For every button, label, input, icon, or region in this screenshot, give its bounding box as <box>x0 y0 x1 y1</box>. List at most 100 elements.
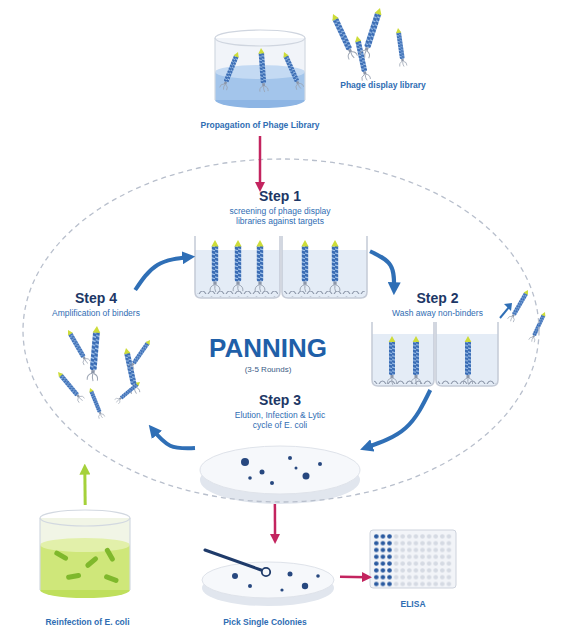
plaque <box>270 481 274 485</box>
cycle-arrow <box>365 390 430 448</box>
e-coli-cell <box>66 573 82 581</box>
cycle-arrow <box>152 429 195 448</box>
phage-particle <box>114 380 142 405</box>
plaque <box>288 456 292 460</box>
phage-particle <box>528 311 547 343</box>
target-layer <box>197 291 278 297</box>
plaque <box>248 476 252 480</box>
plaque <box>241 458 249 466</box>
phage-particle <box>255 240 265 292</box>
colony <box>280 588 283 591</box>
phage-particle <box>463 336 472 385</box>
cycle-arrow <box>135 257 190 290</box>
cycle-arrow <box>274 504 277 540</box>
panning-step: Step 1screening of phage display librari… <box>190 188 370 303</box>
phage-particle <box>411 336 420 385</box>
beaker-rim <box>40 510 130 526</box>
e-coli-cell <box>104 547 116 562</box>
library-label: Phage display library <box>318 80 448 90</box>
dashed-cycle <box>23 159 539 502</box>
positive-wells <box>373 533 393 587</box>
phage-particle <box>257 48 268 93</box>
beaker-caption: Propagation of Phage Library <box>185 120 335 130</box>
petri-dish <box>200 446 360 494</box>
colony <box>316 574 320 578</box>
phage-particle <box>87 387 105 419</box>
plate-caption: Pick Single Colonies <box>190 617 340 627</box>
well-liquid <box>372 334 434 386</box>
phage-particle <box>329 12 358 60</box>
step-title: Step 2 <box>365 290 510 307</box>
beaker-body <box>40 518 130 590</box>
empty-wells <box>393 533 452 587</box>
beaker-wall <box>40 518 130 590</box>
phage-particle <box>300 240 310 292</box>
colony-plate: Pick Single Colonies <box>190 540 340 632</box>
well-outline <box>195 236 367 298</box>
phage-particle <box>210 240 220 292</box>
phage-particle <box>87 326 102 382</box>
beaker-rim <box>215 30 305 46</box>
phage-particle <box>219 51 241 91</box>
plaque <box>318 462 322 466</box>
cycle-arrow <box>370 251 394 290</box>
target-layer <box>374 379 432 385</box>
phage-particle <box>281 50 304 90</box>
cycle-arrow <box>340 576 368 579</box>
colony <box>248 584 252 588</box>
e-coli-cell <box>84 555 99 568</box>
colony <box>302 583 308 589</box>
e-coli-cell <box>103 574 119 584</box>
wash-away-arrowhead <box>504 303 512 311</box>
pick-tool <box>205 550 261 570</box>
beaker-caption: Reinfection of E. coli <box>20 617 155 627</box>
step-description: Amplification of binders <box>36 308 156 318</box>
cycle-arrow <box>83 468 86 505</box>
step-description: screening of phage display libraries aga… <box>217 206 343 226</box>
step-title: Step 3 <box>195 392 365 409</box>
cycle-title: PANNING <box>168 333 368 364</box>
step-title: Step 1 <box>190 188 370 205</box>
plaque <box>303 473 310 480</box>
plaque <box>260 470 265 475</box>
panning-step: Step 2Wash away non-binders <box>365 290 510 390</box>
phage-particle <box>359 6 384 58</box>
phage-particle <box>65 328 91 365</box>
well-liquid <box>436 334 498 386</box>
plaque <box>295 467 298 470</box>
elisa-plate: ELISA <box>368 525 458 615</box>
pick-loop <box>262 568 270 576</box>
target-layer <box>284 291 365 297</box>
plate-caption: ELISA <box>368 599 458 609</box>
panning-step: Step 3Elution, Infection & Lytic cycle o… <box>195 392 365 504</box>
phage-particle <box>387 336 396 385</box>
colony <box>232 573 238 579</box>
colony <box>288 572 293 577</box>
phage-particle <box>330 240 340 292</box>
panning-step: Step 4Amplification of binders <box>40 290 152 468</box>
cycle-arrow <box>259 136 262 188</box>
beaker-wall <box>215 38 305 100</box>
phage-particle <box>55 370 85 403</box>
phage-particle <box>127 338 153 371</box>
step-title: Step 4 <box>40 290 152 307</box>
liquid-surface <box>40 538 130 552</box>
elisa-plate <box>370 530 456 588</box>
phage-particle <box>233 240 243 292</box>
well-outline <box>372 322 498 386</box>
well-liquid <box>282 250 367 298</box>
target-layer <box>438 379 496 385</box>
step-description: Elution, Infection & Lytic cycle of E. c… <box>225 410 335 430</box>
panning-cycle: PANNING(3-5 Rounds) Step 1screening of ph… <box>22 158 540 503</box>
petri-dish <box>202 562 334 598</box>
phage-particle <box>394 27 407 67</box>
library-beaker: Propagation of Phage Library <box>205 28 315 136</box>
step-description: Wash away non-binders <box>370 308 505 318</box>
e-coli-cell <box>53 550 68 562</box>
cycle-subtitle: (3-5 Rounds) <box>168 365 368 375</box>
beaker-body <box>215 38 305 100</box>
reinfection-beaker: Reinfection of E. coli <box>30 505 145 630</box>
